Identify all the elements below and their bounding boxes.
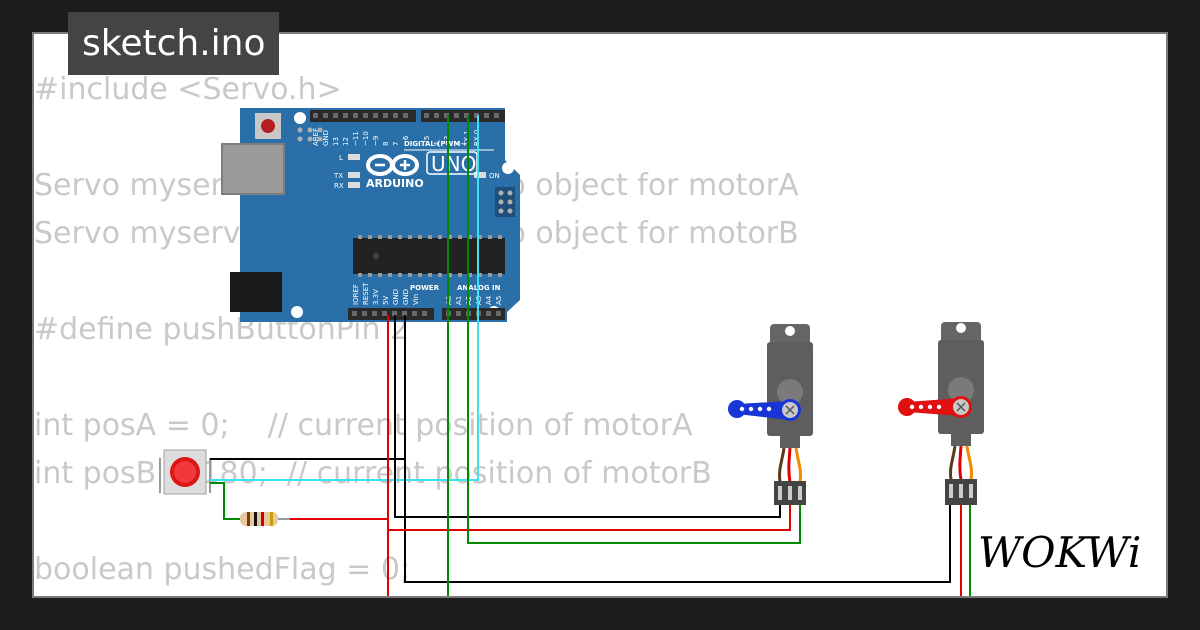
pin-label: Vin	[412, 294, 420, 305]
servo-motor-a[interactable]	[728, 324, 813, 505]
pin-label: 3.3V	[372, 289, 380, 305]
pin-label: GND	[322, 130, 330, 146]
pin-label: 4	[433, 141, 441, 146]
pin-label: GND	[402, 289, 410, 305]
pin-label: A5	[495, 296, 503, 305]
wokwi-logo: WOKWi	[978, 528, 1141, 577]
led-rx-label: RX	[334, 182, 344, 190]
pin-label: RESET	[362, 282, 370, 305]
wire-gnd-servo-b	[404, 459, 951, 583]
usb-port	[221, 143, 285, 195]
wire-signal-servo-a	[467, 115, 801, 544]
pin-label: 5V	[382, 296, 390, 305]
led-on-label: ON	[489, 172, 500, 180]
wire-button-resistor	[210, 482, 240, 520]
led-l	[348, 154, 360, 160]
header-analog	[442, 308, 505, 320]
pushbutton[interactable]	[159, 449, 211, 495]
pin-label: 7	[392, 142, 400, 146]
pin-label: A1	[455, 296, 463, 305]
header-top-right	[421, 110, 505, 122]
arduino-uno-board[interactable]: DIGITAL (PWM~) L TX RX ON ARDUINO UNO	[221, 108, 520, 322]
led-on	[474, 172, 486, 178]
led-tx-label: TX	[333, 172, 343, 180]
wire-gnd-servo-a	[394, 315, 781, 518]
code-line: #include <Servo.h>	[34, 72, 342, 107]
pin-label: AREF	[312, 128, 320, 146]
wire-button-gnd	[210, 315, 406, 460]
pin-label: ~10	[362, 131, 370, 146]
led-rx	[348, 182, 360, 188]
code-background: #include <Servo.h>Servo myservoA; // cre…	[34, 66, 799, 594]
pin-label: ~6	[402, 135, 410, 146]
pin-label: 8	[382, 142, 390, 146]
wires	[210, 115, 971, 596]
servo-b-horn	[898, 396, 972, 418]
header-power	[348, 308, 434, 320]
power-jack	[230, 272, 282, 312]
uno-model-text: UNO	[431, 152, 476, 176]
power-header-label: POWER	[410, 284, 440, 292]
led-l-label: L	[339, 154, 343, 162]
arduino-brand-text: ARDUINO	[366, 177, 424, 190]
pin-label: 2	[453, 142, 461, 146]
servo-a-horn	[728, 399, 801, 421]
pin-label: ~11	[352, 131, 360, 146]
wire-button-pin2	[210, 115, 479, 481]
pin-label: ~5	[423, 136, 431, 146]
led-tx	[348, 172, 360, 178]
pin-label: 12	[342, 137, 350, 146]
wire-5v-servo-a	[388, 505, 791, 531]
pin-label: 13	[332, 137, 340, 146]
arduino-logo	[366, 154, 419, 176]
servo-motor-b[interactable]	[898, 322, 984, 505]
pin-label: IOREF	[352, 284, 360, 305]
code-line: boolean pushedFlag = 0;	[34, 552, 411, 587]
pin-label: GND	[392, 289, 400, 305]
digital-header-label: DIGITAL (PWM~)	[404, 140, 469, 148]
pin-label: A4	[485, 295, 493, 305]
preview-frame	[32, 32, 1168, 598]
pin-label: ~9	[372, 136, 380, 146]
sketch-filename-tab[interactable]: sketch.ino	[68, 12, 280, 75]
